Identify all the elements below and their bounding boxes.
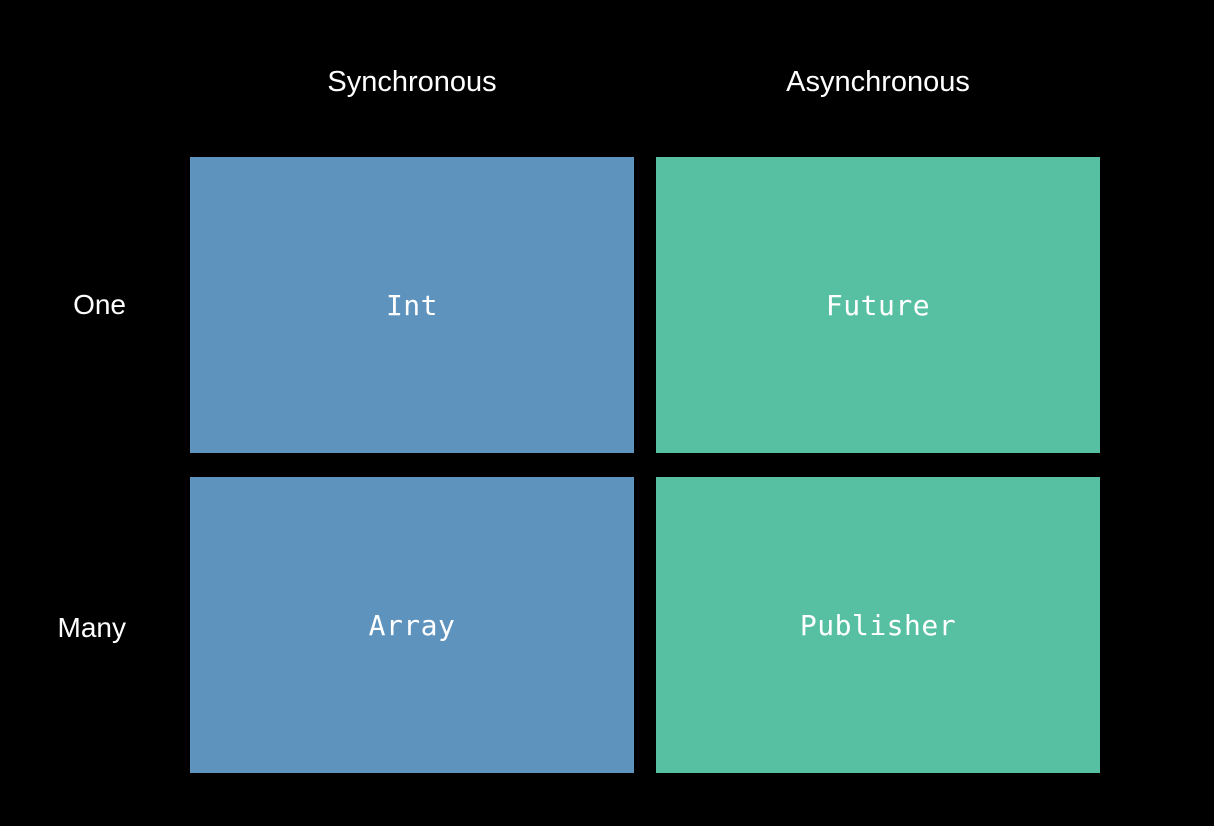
row-header-one: One	[73, 289, 126, 320]
matrix-cell-label-publisher: Publisher	[799, 608, 957, 642]
column-header-synchronous: Synchronous	[327, 66, 497, 98]
column-header-asynchronous: Asynchronous	[786, 66, 970, 98]
matrix-cell-label-int: Int	[385, 288, 439, 322]
matrix-cell-label-future: Future	[825, 288, 931, 322]
matrix-cell-one-asynchronous: Future	[656, 157, 1100, 453]
matrix-cell-many-synchronous: Array	[190, 477, 634, 773]
matrix-cell-label-array: Array	[368, 608, 456, 642]
row-header-many: Many	[57, 612, 126, 643]
matrix-cell-many-asynchronous: Publisher	[656, 477, 1100, 773]
matrix-cell-one-synchronous: Int	[190, 157, 634, 453]
